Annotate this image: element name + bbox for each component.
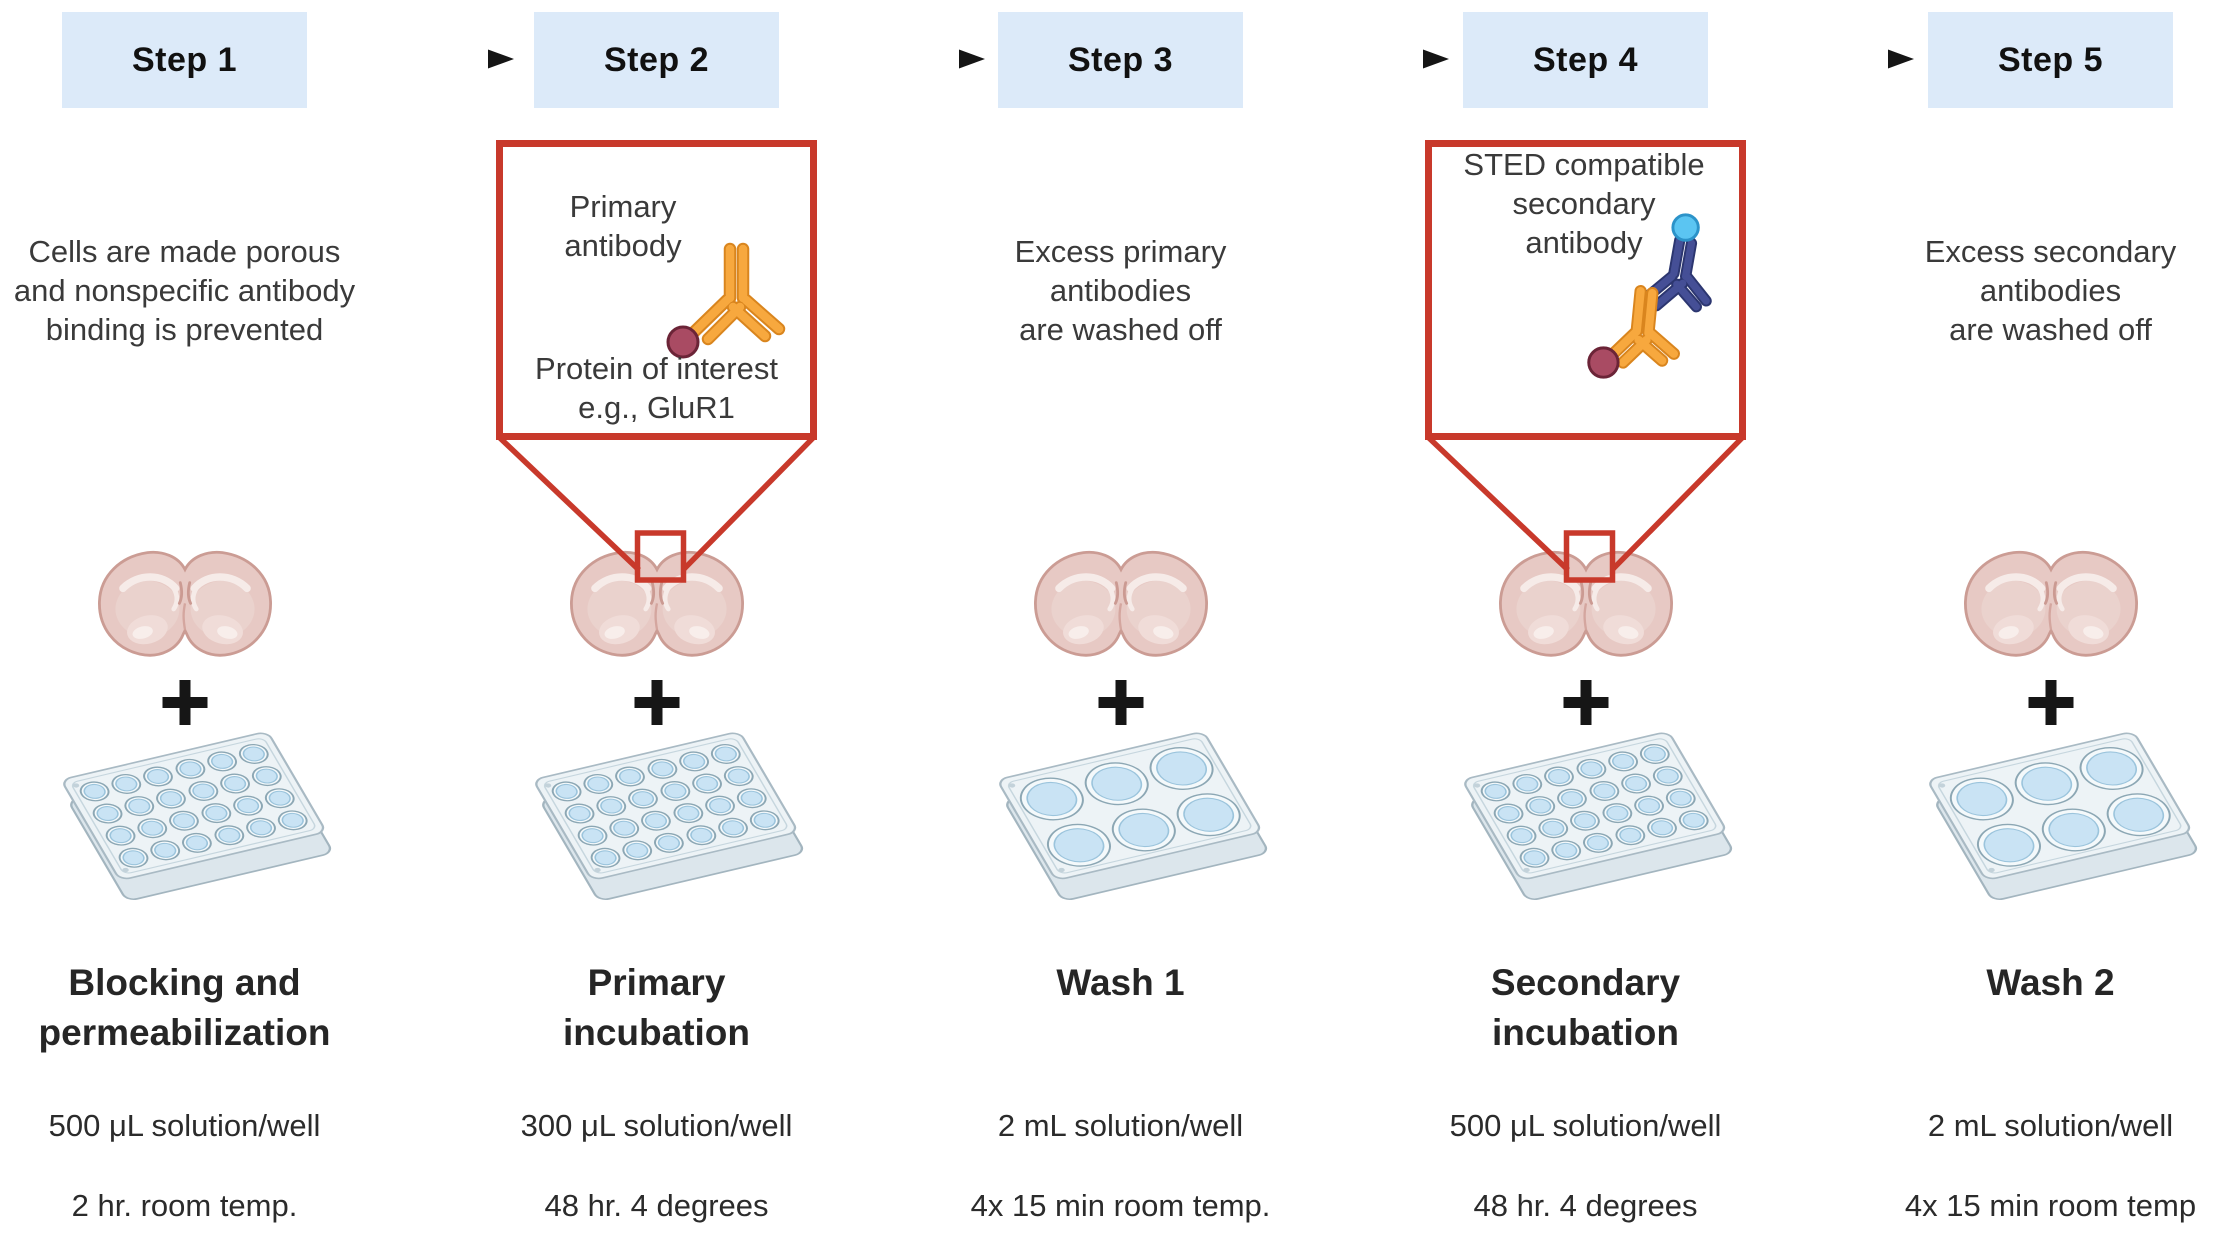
step-1-volume: 500 μL solution/well <box>48 1108 321 1143</box>
sted-secondary-antibody-icon <box>1587 213 1712 379</box>
brain-slice-icon <box>91 543 279 675</box>
step-column-5: Step 5 Excess secondary antibodies are w… <box>1828 0 2225 1237</box>
protein-of-interest-label: Protein of interest e.g., GluR1 <box>535 351 778 425</box>
well-plate-6-icon <box>971 726 1271 910</box>
brain-slice-icon <box>1492 543 1680 675</box>
sted-secondary-antibody-label: STED compatible secondary antibody <box>1463 147 1705 260</box>
step-5-volume: 2 mL solution/well <box>1927 1108 2174 1143</box>
step-2-header: Step 2 <box>534 12 779 108</box>
step-4-volume: 500 μL solution/well <box>1449 1108 1722 1143</box>
step-5-label: Step 5 <box>1997 40 2104 79</box>
step-4-label: Step 4 <box>1532 40 1639 79</box>
step-4-title: Secondary incubation <box>1490 962 1681 1053</box>
brain-slice-icon <box>563 543 751 675</box>
step-3-header: Step 3 <box>998 12 1243 108</box>
well-plate-24-icon <box>35 726 335 910</box>
primary-antibody-icon <box>666 242 786 359</box>
arrow-step1-to-step2 <box>332 49 514 69</box>
well-plate-24-icon <box>1436 726 1736 910</box>
well-plate-6-icon <box>1901 726 2201 910</box>
step-3-label: Step 3 <box>1067 40 1174 79</box>
step-column-1: Step 1 Cells are made porous and nonspec… <box>0 0 407 1237</box>
secondary-antibody-callout-box: STED compatible secondary antibody <box>1425 140 1746 440</box>
step-1-label: Step 1 <box>131 40 238 79</box>
plus-icon <box>162 680 207 725</box>
step-1-duration: 2 hr. room temp. <box>71 1188 298 1223</box>
arrow-step3-to-step4 <box>1267 49 1449 69</box>
plus-icon <box>1563 680 1608 725</box>
step-2-label: Step 2 <box>603 40 710 79</box>
step-4-header: Step 4 <box>1463 12 1708 108</box>
step-5-duration: 4x 15 min room temp <box>1904 1188 2197 1223</box>
protein-of-interest-dot <box>1587 346 1620 379</box>
step-5-description: Excess secondary antibodies are washed o… <box>1924 234 2177 347</box>
step-3-title: Wash 1 <box>1056 962 1185 1003</box>
step-column-3: Step 3 Excess primary antibodies are was… <box>898 0 1343 1237</box>
step-2-volume: 300 μL solution/well <box>520 1108 793 1143</box>
primary-antibody-label: Primary antibody <box>564 189 682 263</box>
step-1-title: Blocking and permeabilization <box>38 962 331 1053</box>
plus-icon <box>634 680 679 725</box>
step-5-title: Wash 2 <box>1986 962 2115 1003</box>
step-3-description: Excess primary antibodies are washed off <box>1014 234 1227 347</box>
protein-of-interest-dot <box>666 325 700 359</box>
arrow-step2-to-step3 <box>803 49 985 69</box>
plus-icon <box>2028 680 2073 725</box>
primary-antibody-callout-box: Primary antibody Protein of interest e.g… <box>496 140 817 440</box>
step-2-duration: 48 hr. 4 degrees <box>544 1188 769 1223</box>
brain-slice-icon <box>1027 543 1215 675</box>
brain-slice-icon <box>1957 543 2145 675</box>
plus-icon <box>1098 680 1143 725</box>
step-4-duration: 48 hr. 4 degrees <box>1473 1188 1698 1223</box>
step-2-title: Primary incubation <box>562 962 751 1053</box>
step-5-header: Step 5 <box>1928 12 2173 108</box>
arrow-step4-to-step5 <box>1732 49 1914 69</box>
step-3-volume: 2 mL solution/well <box>997 1108 1244 1143</box>
step-1-header: Step 1 <box>62 12 307 108</box>
fluorophore-dot <box>1671 213 1700 242</box>
well-plate-24-icon <box>507 726 807 910</box>
step-column-4: Step 4 STED compatible secondary antibod… <box>1363 0 1808 1237</box>
step-3-duration: 4x 15 min room temp. <box>970 1188 1271 1223</box>
step-column-2: Step 2 Primary antibody Protein of inter… <box>434 0 879 1237</box>
step-1-description: Cells are made porous and nonspecific an… <box>13 234 356 347</box>
